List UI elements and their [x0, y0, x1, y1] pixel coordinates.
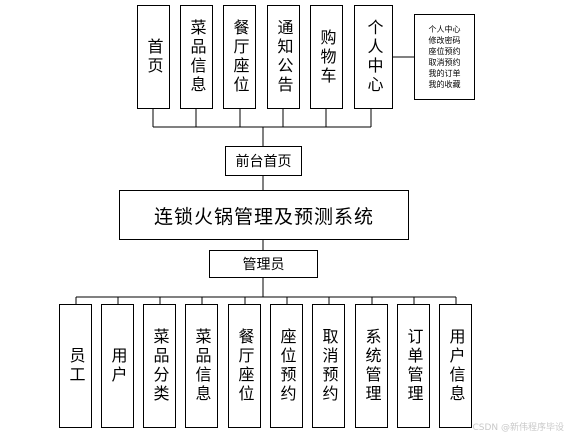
admin-box: 管理员	[209, 250, 318, 278]
module-restaurant-seats-label: 餐厅座位	[230, 19, 250, 95]
front-page-label: 前台首页	[235, 154, 292, 170]
admin-module-dish-category: 菜品分类	[143, 304, 176, 428]
admin-label: 管理员	[242, 257, 285, 273]
admin-module-dish-category-label: 菜品分类	[150, 328, 170, 404]
module-personal-center-label: 个人中心	[364, 19, 384, 95]
admin-module-order-management-label: 订单管理	[404, 328, 424, 404]
admin-module-system-management: 系统管理	[355, 304, 388, 428]
admin-module-seat-booking-label: 座位预约	[277, 328, 297, 404]
admin-module-cancel-booking: 取消预约	[312, 304, 345, 428]
watermark: CSDN @新伟程序毕设	[472, 423, 564, 433]
module-announcements-label: 通知公告	[274, 19, 294, 95]
admin-module-cancel-booking-label: 取消预约	[319, 328, 339, 404]
module-dish-info: 菜品信息	[180, 5, 213, 109]
admin-module-system-management-label: 系统管理	[362, 328, 382, 404]
admin-module-restaurant-seats-label: 餐厅座位	[235, 328, 255, 404]
system-title: 连锁火锅管理及预测系统	[153, 205, 374, 228]
personal-center-note: 个人中心 修改密码 座位预约 取消预约 我的订单 我的收藏	[414, 14, 475, 100]
admin-module-restaurant-seats: 餐厅座位	[228, 304, 261, 428]
module-cart: 购物车	[310, 5, 343, 109]
admin-module-employee: 员工	[59, 304, 92, 428]
admin-module-dish-info-label: 菜品信息	[192, 328, 212, 404]
admin-module-users-label: 用户	[108, 347, 128, 385]
admin-module-users: 用户	[101, 304, 134, 428]
module-home-label: 首页	[144, 38, 164, 76]
admin-module-order-management: 订单管理	[397, 304, 430, 428]
front-page-box: 前台首页	[225, 146, 302, 176]
module-dish-info-label: 菜品信息	[187, 19, 207, 95]
admin-module-user-info: 用户信息	[439, 304, 472, 428]
admin-module-seat-booking: 座位预约	[270, 304, 303, 428]
personal-center-note-text: 个人中心 修改密码 座位预约 取消预约 我的订单 我的收藏	[428, 25, 461, 89]
admin-module-dish-info: 菜品信息	[185, 304, 218, 428]
admin-module-employee-label: 员工	[66, 347, 86, 385]
module-personal-center: 个人中心	[354, 5, 393, 109]
system-title-box: 连锁火锅管理及预测系统	[119, 190, 409, 240]
module-cart-label: 购物车	[317, 28, 337, 86]
module-home: 首页	[137, 5, 170, 109]
module-restaurant-seats: 餐厅座位	[223, 5, 256, 109]
admin-module-user-info-label: 用户信息	[446, 328, 466, 404]
module-announcements: 通知公告	[267, 5, 300, 109]
